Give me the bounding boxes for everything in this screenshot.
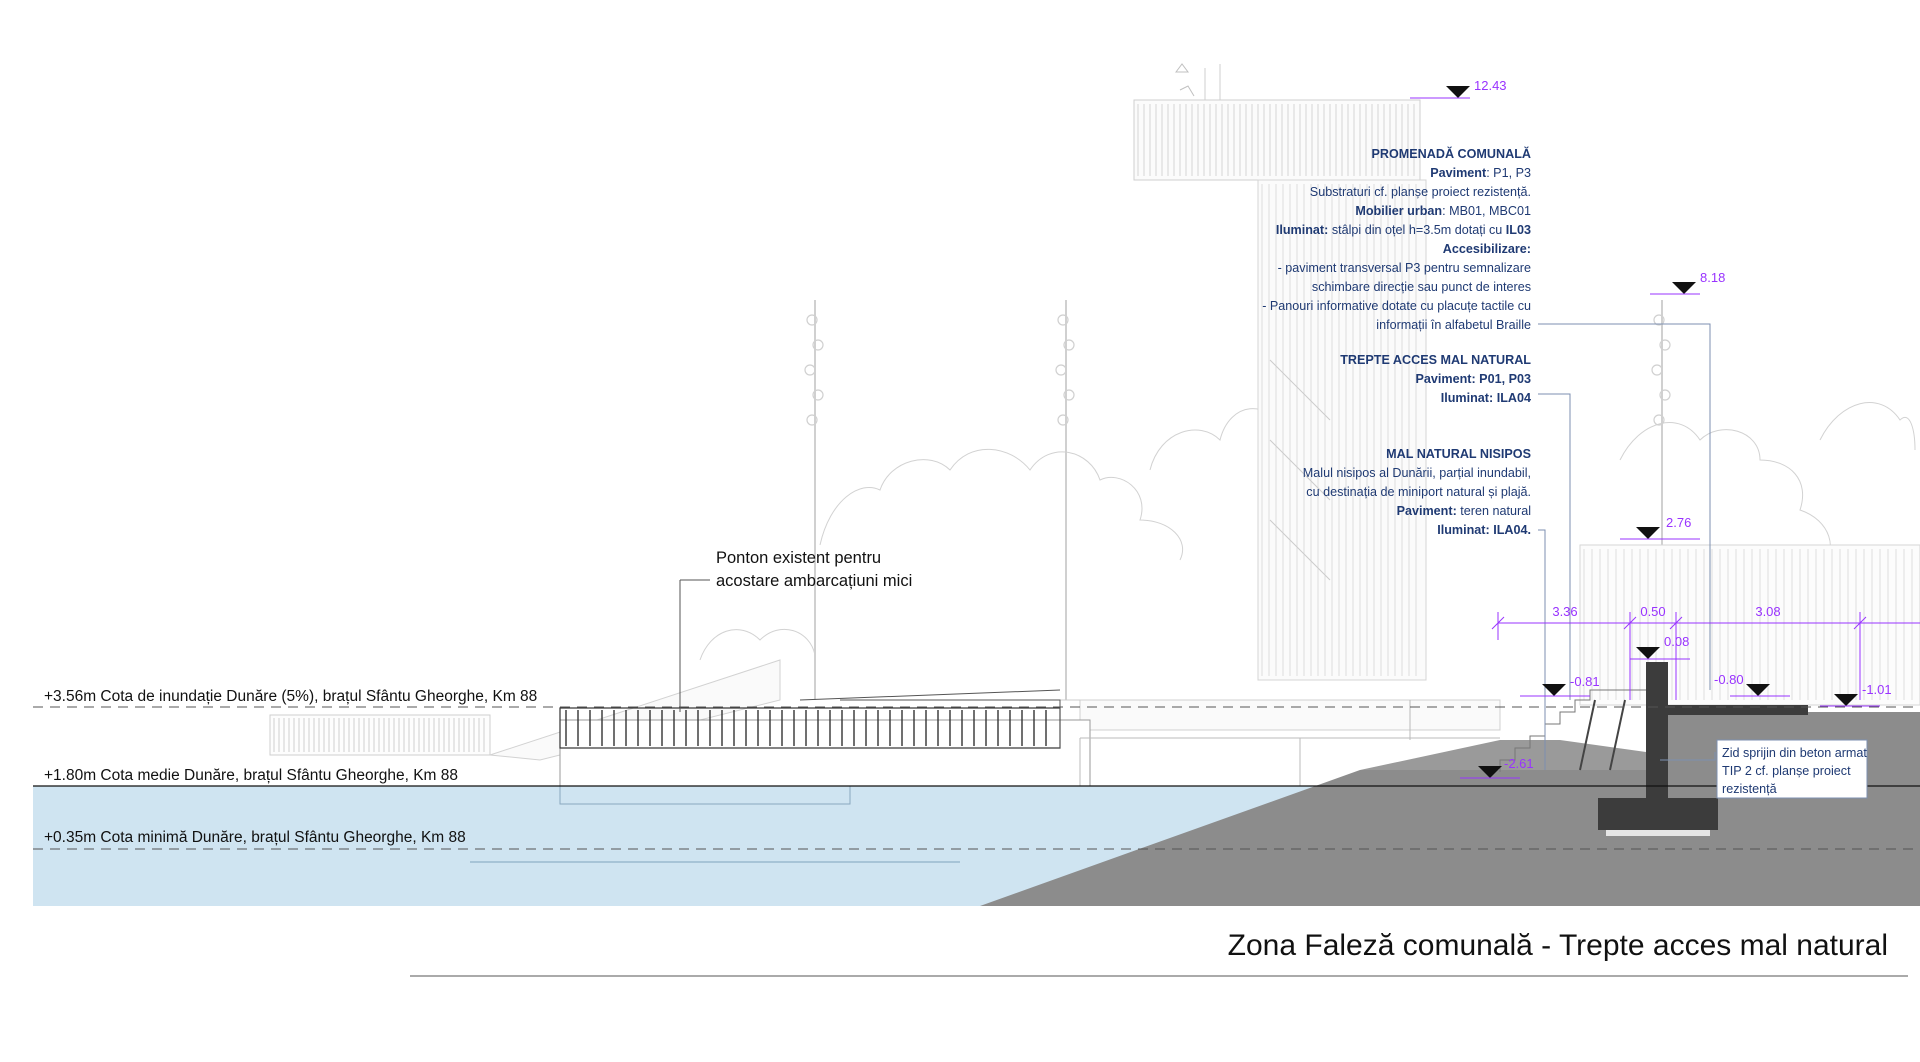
wall-note-line-1: Zid sprijin din beton armat (1722, 746, 1867, 760)
water-level-flood: +3.56m Cota de inundație Dunăre (5%), br… (44, 688, 537, 705)
dimension-1: 3.36 (1552, 604, 1577, 619)
svg-text:-0.81: -0.81 (1570, 674, 1600, 689)
ponton-note-line-1: Ponton existent pentru (716, 549, 881, 567)
promenade-deck (269, 659, 1501, 787)
ponton-callout: Ponton existent pentru acostare ambarcaț… (679, 549, 912, 712)
note-promenada-paviment: Paviment: P1, P3 (1430, 166, 1531, 180)
dimension-chain (1491, 612, 1920, 700)
note-trepte-paviment: Paviment: P01, P03 (1415, 372, 1531, 386)
svg-text:-0.80: -0.80 (1714, 672, 1744, 687)
water-level-minimum: +0.35m Cota minimă Dunăre, brațul Sfântu… (44, 829, 466, 846)
svg-text:-1.01: -1.01 (1862, 682, 1892, 697)
note-mal-line-1: Malul nisipos al Dunării, parțial inunda… (1303, 466, 1531, 480)
bank-slope-light (1360, 740, 1646, 770)
svg-text:-2.61: -2.61 (1504, 756, 1534, 771)
drawing-title: Zona Faleză comunală - Trepte acces mal … (1228, 929, 1888, 962)
elevation-marker-8-18: 8.18 (1650, 270, 1725, 295)
note-promenada-line-3: - Panouri informative dotate cu placuțe … (1262, 299, 1531, 313)
wall-note: Zid sprijin din beton armat TIP 2 cf. pl… (1716, 739, 1868, 799)
background-vegetation (699, 402, 1916, 661)
ponton-note-line-2: acostare ambarcațiuni mici (716, 572, 912, 590)
note-promenada-accesibilizare: Accesibilizare: (1443, 242, 1531, 256)
leader-lines (1538, 323, 1716, 770)
elevation-marker-minus-2-61: -2.61 (1460, 756, 1534, 779)
dimension-2: 0.50 (1640, 604, 1665, 619)
right-pavilion (1579, 544, 1920, 706)
wall-note-line-2: TIP 2 cf. planșe proiect (1722, 764, 1851, 778)
note-promenada-mobilier: Mobilier urban: MB01, MBC01 (1355, 204, 1531, 218)
elevation-marker-2-76: 2.76 (1620, 515, 1700, 540)
observation-tower (1133, 63, 1427, 681)
svg-text:0.08: 0.08 (1664, 634, 1689, 649)
dimension-3: 3.08 (1755, 604, 1780, 619)
svg-text:8.18: 8.18 (1700, 270, 1725, 285)
elevation-marker-0-08: 0.08 (1630, 634, 1690, 660)
elevation-marker-12-43: 12.43 (1410, 78, 1507, 99)
elevation-marker-minus-1-01: -1.01 (1820, 682, 1892, 707)
note-mal: MAL NATURAL NISIPOS Malul nisipos al Dun… (1303, 447, 1531, 537)
lamp-posts (804, 300, 1671, 700)
elevation-markers: 12.43 8.18 2.76 0.08 -0.81 -0.80 (1410, 78, 1892, 779)
note-trepte: TREPTE ACCES MAL NATURAL Paviment: P01, … (1340, 353, 1531, 405)
note-promenada: PROMENADĂ COMUNALĂ Paviment: P1, P3 Subs… (1262, 146, 1531, 332)
note-promenada-heading: PROMENADĂ COMUNALĂ (1371, 146, 1531, 161)
note-promenada-substraturi: Substraturi cf. planșe proiect rezistenț… (1310, 185, 1531, 199)
water-level-lines (33, 706, 1920, 863)
note-mal-paviment: Paviment: teren natural (1397, 504, 1531, 518)
note-mal-heading: MAL NATURAL NISIPOS (1386, 447, 1531, 461)
note-promenada-line-1: - paviment transversal P3 pentru semnali… (1278, 261, 1531, 275)
note-trepte-iluminat: Iluminat: ILA04 (1441, 391, 1531, 405)
water-level-medium: +1.80m Cota medie Dunăre, brațul Sfântu … (44, 767, 458, 784)
wall-note-line-3: rezistență (1722, 782, 1777, 796)
note-mal-line-2: cu destinația de miniport natural și pla… (1306, 485, 1531, 499)
retaining-wall (1598, 662, 1808, 836)
svg-text:12.43: 12.43 (1474, 78, 1507, 93)
note-trepte-heading: TREPTE ACCES MAL NATURAL (1340, 353, 1531, 367)
elevation-marker-minus-0-81: -0.81 (1520, 674, 1600, 697)
note-mal-iluminat: Iluminat: ILA04. (1437, 523, 1531, 537)
elevation-marker-minus-0-80: -0.80 (1714, 672, 1790, 697)
note-promenada-iluminat: Iluminat: stâlpi din oțel h=3.5m dotați … (1276, 223, 1531, 237)
svg-text:2.76: 2.76 (1666, 515, 1691, 530)
ponton-railing (559, 689, 1061, 805)
ground-section (980, 705, 1920, 906)
note-promenada-line-2: schimbare direcție sau punct de interes (1312, 280, 1531, 294)
note-promenada-line-4: informații în alfabetul Braille (1376, 318, 1531, 332)
